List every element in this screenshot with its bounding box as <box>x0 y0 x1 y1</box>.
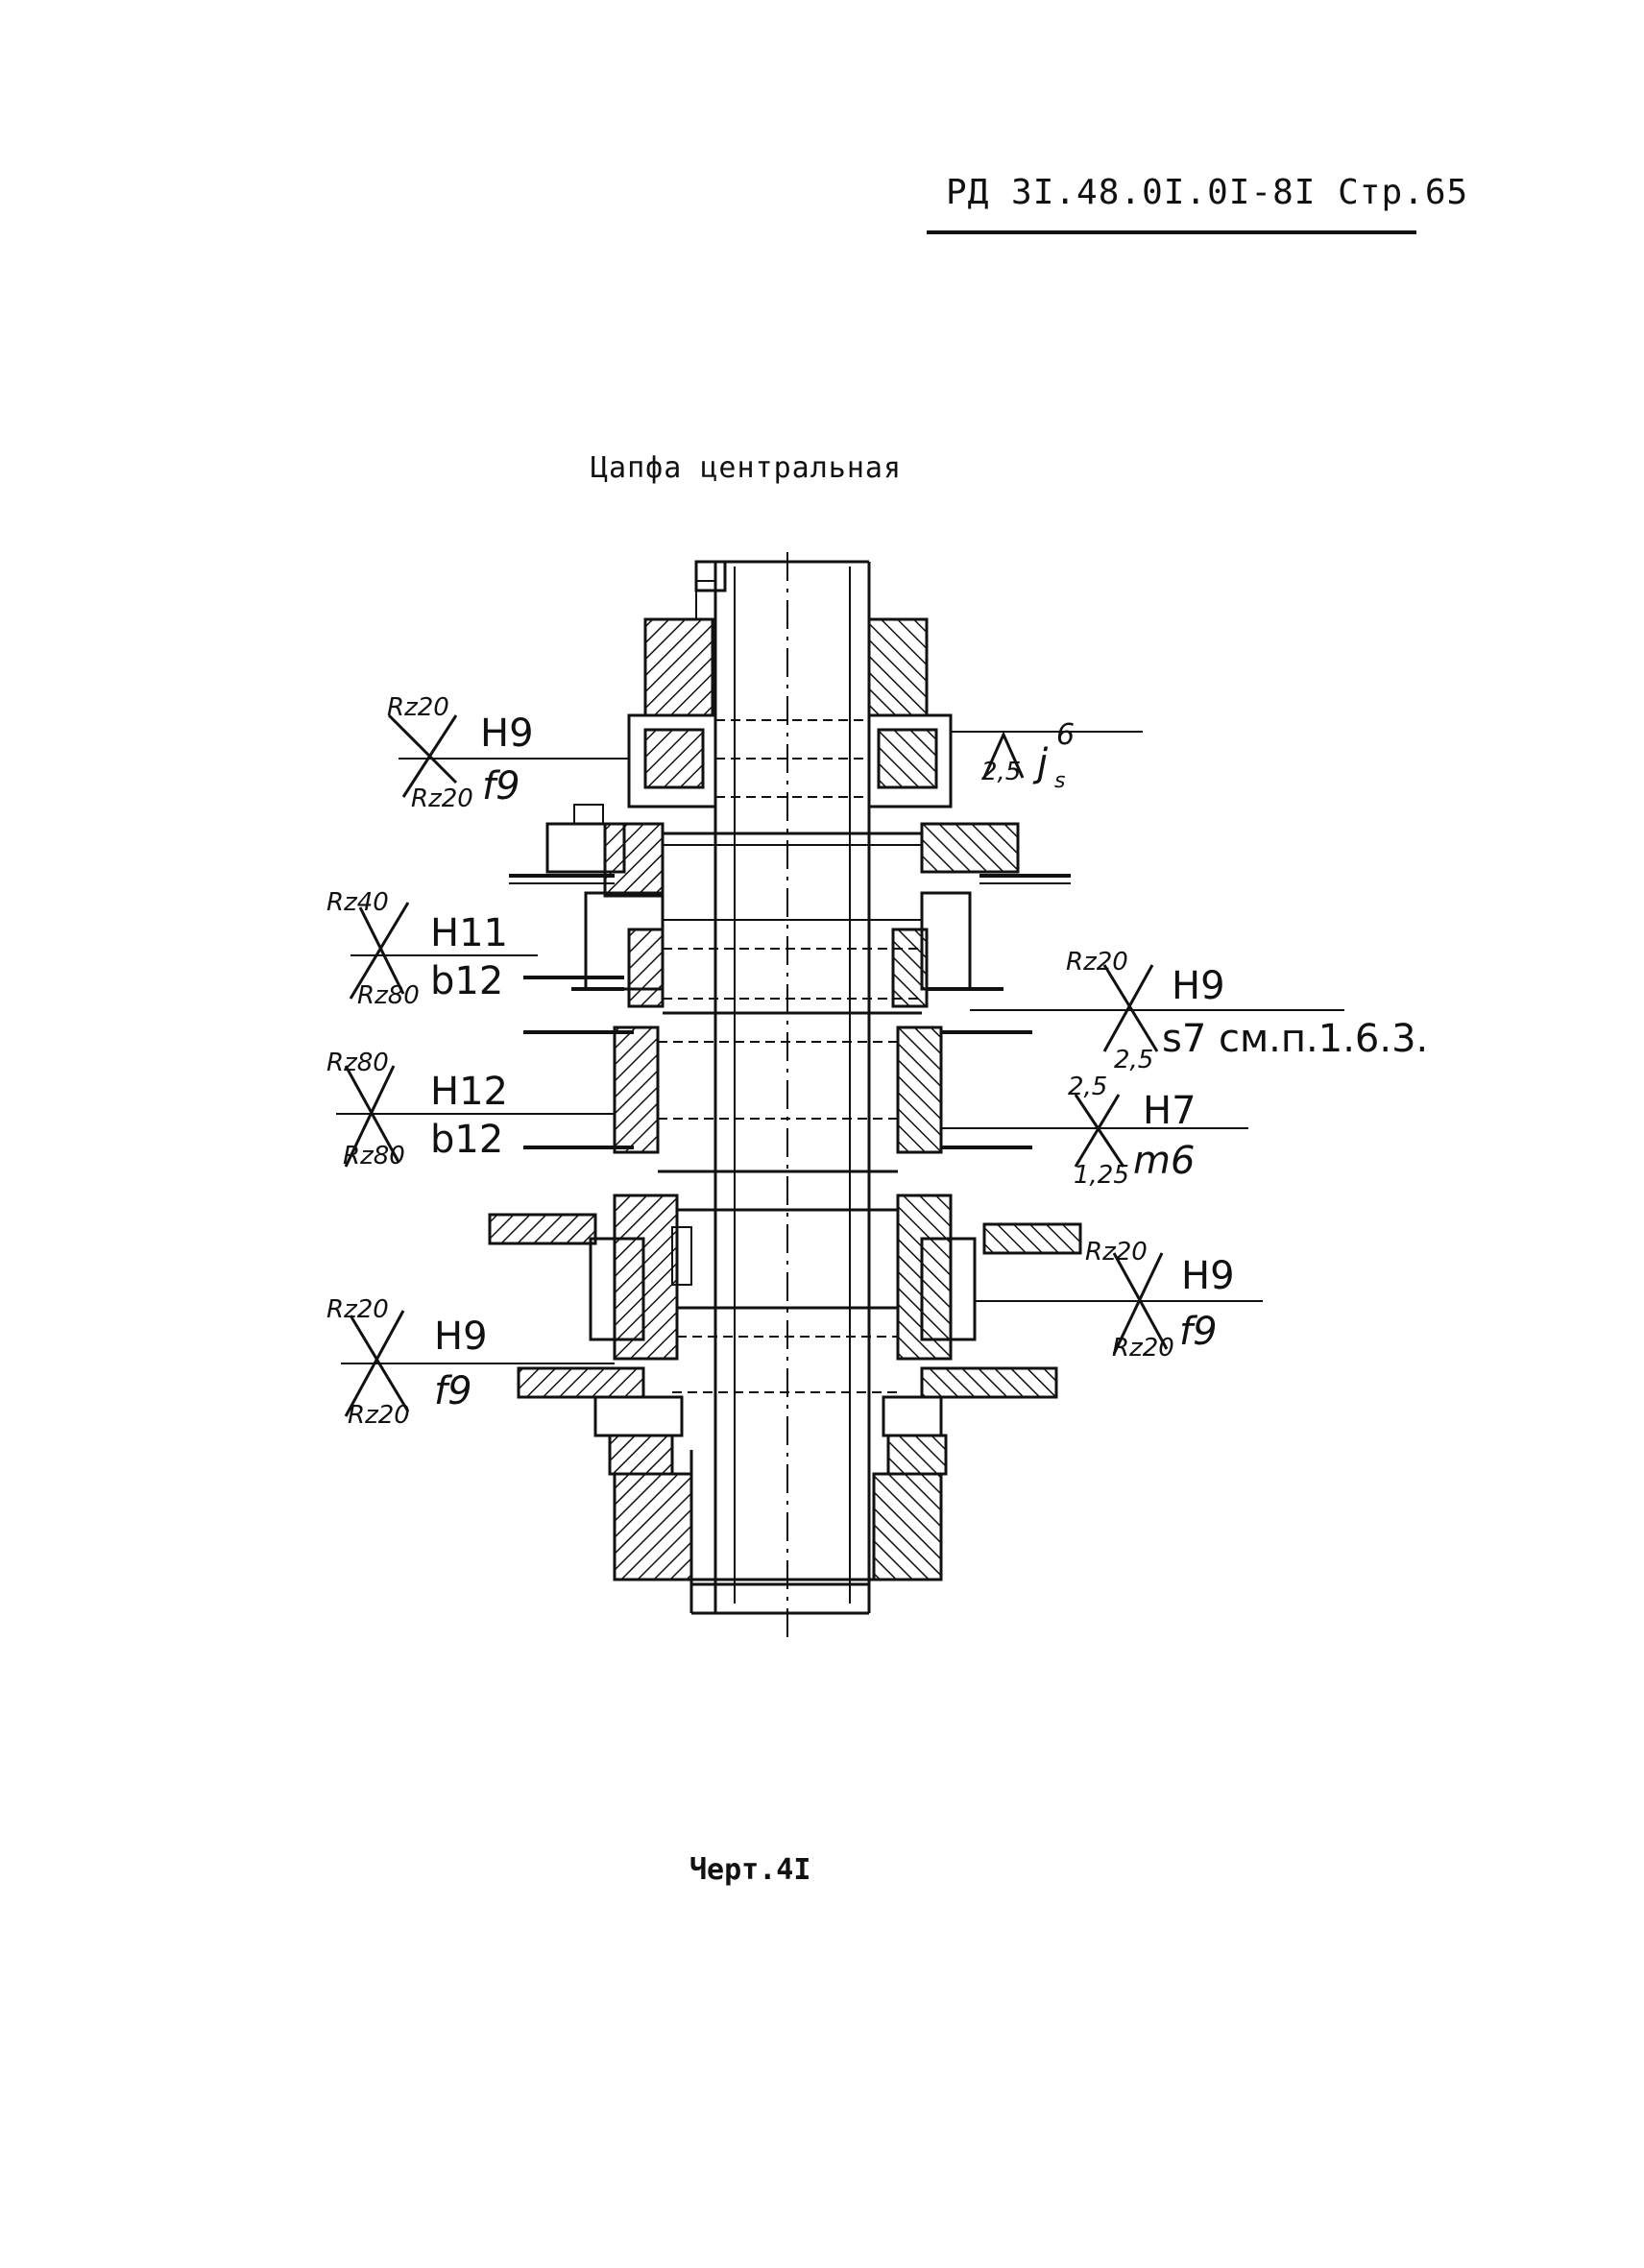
roughness-value: 2,5 <box>981 758 1021 786</box>
leader-lines-left <box>336 758 629 1364</box>
roughness-top: Rz20 <box>1066 948 1128 977</box>
roughness-bottom: Rz20 <box>411 784 473 813</box>
roughness-top: 2,5 <box>1068 1073 1107 1101</box>
fit-shaft-sup: 6 <box>1056 718 1075 752</box>
fit-shaft: j <box>1032 741 1049 785</box>
fit-annotation-1: Rz20 Rz20 H9 f9 <box>387 693 534 813</box>
roughness-top: Rz20 <box>387 693 449 722</box>
fit-shaft: f9 <box>1179 1310 1218 1354</box>
roughness-bottom: Rz80 <box>357 981 420 1010</box>
fit-hole: H7 <box>1143 1089 1197 1133</box>
drawing-title: Цапфа центральная <box>591 451 903 485</box>
fit-annotation-3: Rz80 Rz80 H12 b12 <box>326 1049 508 1170</box>
fit-shaft: m6 <box>1133 1139 1195 1183</box>
fit-hole: H11 <box>430 911 508 955</box>
document-reference: РД 3I.48.0I.0I-8I Стр.65 <box>946 173 1469 212</box>
fit-shaft: b12 <box>430 1118 503 1162</box>
roughness-top: Rz20 <box>1085 1238 1148 1267</box>
fit-hole: H9 <box>434 1315 488 1359</box>
leader-lines-right <box>941 731 1344 1302</box>
fit-hole: H9 <box>1181 1254 1235 1298</box>
roughness-top: Rz80 <box>326 1049 389 1077</box>
roughness-bottom: Rz80 <box>343 1142 405 1170</box>
fit-hole: H9 <box>1172 964 1225 1008</box>
fit-shaft: s7 см.п.1.6.3. <box>1162 1017 1428 1061</box>
drawing-caption: Черт.4I <box>689 1853 811 1887</box>
fit-annotation-right-3: 2,5 1,25 H7 m6 <box>1068 1073 1197 1190</box>
axle-assembly <box>488 552 1082 1637</box>
fit-hole: H9 <box>480 712 534 756</box>
fit-annotation-right-2: Rz20 2,5 H9 s7 см.п.1.6.3. <box>1066 948 1428 1074</box>
header-underline <box>927 230 1416 234</box>
roughness-bottom: 1,25 <box>1074 1161 1129 1190</box>
fit-annotation-4: Rz20 Rz20 H9 f9 <box>326 1295 488 1430</box>
fit-annotation-2: Rz40 Rz80 H11 b12 <box>326 888 508 1010</box>
fit-shaft: b12 <box>430 959 503 1003</box>
fit-shaft: f9 <box>434 1369 472 1413</box>
fit-annotation-right-1: 2,5 j s 6 <box>981 718 1075 793</box>
fit-annotation-right-4: Rz20 Rz20 H9 f9 <box>1085 1238 1235 1363</box>
roughness-bottom: Rz20 <box>348 1401 410 1430</box>
roughness-top: Rz20 <box>326 1295 389 1324</box>
fit-shaft-sub: s <box>1054 769 1065 793</box>
roughness-bottom: Rz20 <box>1112 1334 1174 1363</box>
fit-hole: H12 <box>430 1070 508 1114</box>
roughness-top: Rz40 <box>326 888 389 917</box>
roughness-bottom: 2,5 <box>1114 1046 1153 1074</box>
fit-shaft: f9 <box>482 764 520 808</box>
